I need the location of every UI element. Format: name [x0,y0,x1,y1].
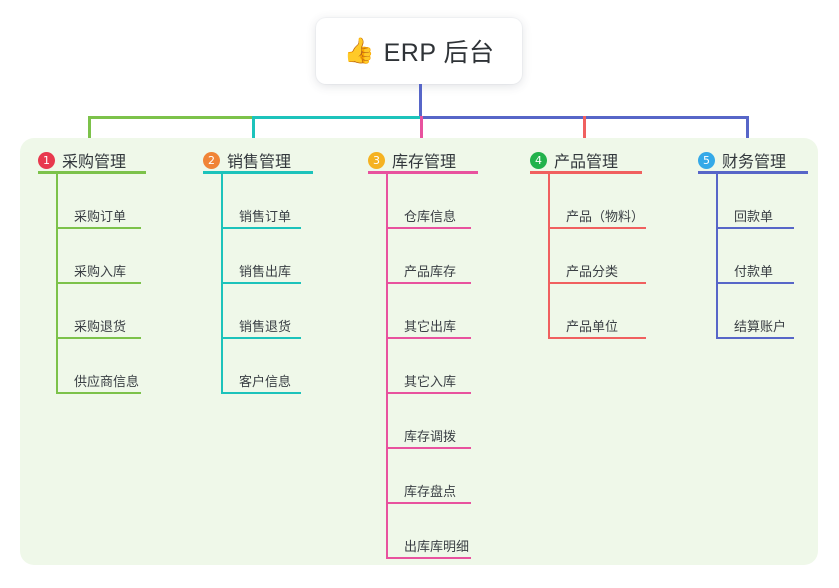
branch-header-5[interactable]: 5 财务管理 [698,148,786,172]
branch-item-rule [56,392,141,394]
branch-header-rule-3 [368,171,478,174]
branch-index-badge-1: 1 [38,151,55,169]
branch-item-rule [548,282,646,284]
branch-item-label: 其它出库 [404,319,457,334]
branches-panel [20,138,818,565]
branch-header-rule-1 [38,171,146,174]
branch-item-rule [716,282,794,284]
branch-item-rule [221,337,301,339]
branch-item-label: 回款单 [734,209,774,224]
branch-item-rule [716,227,794,229]
branch-item-rule [386,227,471,229]
branch-header-3[interactable]: 3 库存管理 [368,148,456,172]
branch-item-label: 供应商信息 [74,374,140,389]
branch-item-label: 出库库明细 [404,539,470,554]
branch-item-rule [716,337,794,339]
branch-drop-connector-5 [746,116,749,144]
branch-item-rule [548,337,646,339]
branch-index-badge-5: 5 [698,151,715,169]
branch-item-rule [386,337,471,339]
branch-header-1[interactable]: 1 采购管理 [38,148,126,172]
root-stem-connector [419,84,422,119]
branch-item-label: 采购入库 [74,264,127,279]
branch-spine-4 [548,173,550,337]
branch-item-rule [386,557,471,559]
root-node-erp-backend[interactable]: 👍 ERP 后台 [316,18,522,84]
branch-spine-3 [386,173,388,557]
branch-item-rule [386,447,471,449]
branch-item-rule [386,502,471,504]
bus-segment-2 [252,116,423,119]
branch-item-label: 产品（物料） [566,209,645,224]
branch-header-4[interactable]: 4 产品管理 [530,148,618,172]
bus-segment-1 [88,116,255,119]
branch-index-badge-2: 2 [203,151,220,169]
branch-item-label: 客户信息 [239,374,292,389]
branch-item-label: 库存调拨 [404,429,457,444]
branch-drop-connector-4 [583,116,586,144]
branch-item-label: 产品分类 [566,264,619,279]
thumbs-up-icon: 👍 [343,36,375,65]
branch-item-label: 产品库存 [404,264,457,279]
branch-item-rule [221,282,301,284]
branch-item-label: 结算账户 [734,319,787,334]
branch-item-label: 销售退货 [239,319,292,334]
branch-item-label: 其它入库 [404,374,457,389]
branch-item-label: 销售订单 [239,209,292,224]
branch-title-4: 产品管理 [554,154,619,171]
branch-item-label: 采购退货 [74,319,127,334]
branch-header-2[interactable]: 2 销售管理 [203,148,291,172]
root-node-content: 👍 ERP 后台 [343,33,494,69]
branch-item-label: 付款单 [734,264,774,279]
branch-header-rule-2 [203,171,313,174]
branch-title-3: 库存管理 [392,154,457,171]
branch-item-rule [221,392,301,394]
branch-drop-connector-2 [252,116,255,144]
branch-item-label: 库存盘点 [404,484,457,499]
branch-item-label: 仓库信息 [404,209,457,224]
branch-drop-connector-3 [420,116,423,144]
branch-item-rule [548,227,646,229]
branch-item-rule [386,282,471,284]
branch-title-2: 销售管理 [227,154,292,171]
branch-drop-connector-1 [88,116,91,144]
branch-header-rule-4 [530,171,642,174]
branch-item-rule [386,392,471,394]
branch-header-rule-5 [698,171,808,174]
branch-index-badge-3: 3 [368,151,385,169]
branch-item-rule [56,337,141,339]
branch-item-rule [56,227,141,229]
branch-index-badge-4: 4 [530,151,547,169]
branch-item-label: 采购订单 [74,209,127,224]
branch-title-5: 财务管理 [722,154,787,171]
branch-item-label: 销售出库 [239,264,292,279]
branch-item-rule [56,282,141,284]
branch-spine-5 [716,173,718,337]
branch-item-label: 产品单位 [566,319,619,334]
branch-item-rule [221,227,301,229]
root-node-label: ERP 后台 [383,39,495,67]
branch-title-1: 采购管理 [62,154,127,171]
